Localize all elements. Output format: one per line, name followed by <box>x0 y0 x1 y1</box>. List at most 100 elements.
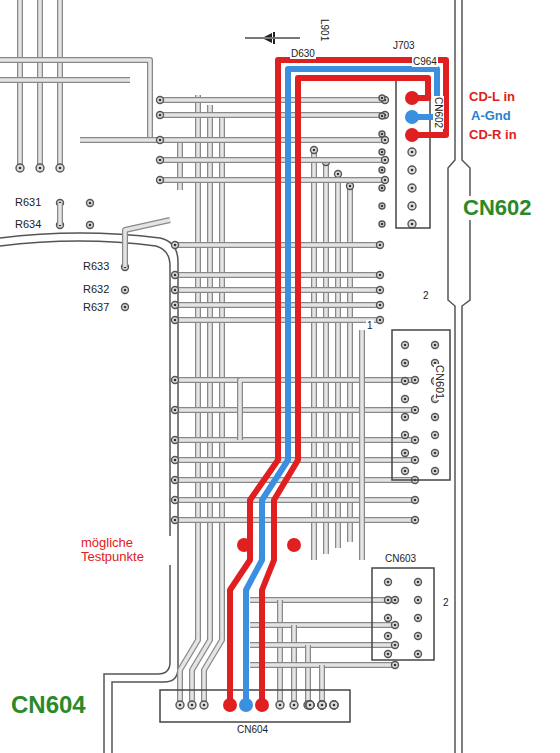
solder-pad <box>379 131 385 137</box>
solder-pad <box>412 517 419 524</box>
pad-hole <box>384 159 387 162</box>
pad-hole <box>404 452 407 455</box>
pad-hole <box>89 202 92 205</box>
pad-hole <box>411 205 414 208</box>
part-label: D630 <box>290 48 316 59</box>
trace-edge <box>175 517 415 523</box>
trace-fill <box>0 60 150 140</box>
solder-pad <box>318 701 326 709</box>
pad-hole <box>394 664 397 667</box>
solder-pad <box>432 468 439 475</box>
solder-pad <box>379 149 385 155</box>
trace-fill <box>320 665 324 705</box>
pin-marker <box>405 128 419 142</box>
pad-hole <box>394 599 397 602</box>
pad-hole <box>203 704 206 707</box>
pad-hole <box>159 179 162 182</box>
solder-pad <box>415 615 422 622</box>
solder-pad <box>412 437 419 444</box>
signal-routes <box>223 60 446 712</box>
pin-marker <box>405 110 419 124</box>
pad-hole <box>313 149 316 152</box>
trace-fill <box>0 78 130 82</box>
solder-pad <box>379 95 385 101</box>
trace-fill <box>360 330 364 560</box>
audio-route <box>262 78 428 705</box>
solder-pad <box>392 642 399 649</box>
pad-hole <box>414 409 417 412</box>
trace-edge <box>250 597 395 603</box>
solder-pad <box>408 220 416 228</box>
part-label: 2 <box>442 597 450 608</box>
pin-marker <box>239 698 253 712</box>
solder-pad <box>432 450 439 457</box>
solder-pad <box>318 701 326 709</box>
trace-edge <box>180 95 198 705</box>
pad-hole <box>394 644 397 647</box>
solder-pad <box>379 203 385 209</box>
trace-edge <box>319 665 325 705</box>
part-label: J703 <box>392 40 416 51</box>
pad-hole <box>417 635 420 638</box>
pad-hole <box>309 704 312 707</box>
solder-pad <box>402 450 409 457</box>
pad-hole <box>89 224 92 227</box>
pad-hole <box>381 133 384 136</box>
solder-pad <box>377 317 384 324</box>
signal-label: A-Gnd <box>470 109 512 123</box>
trace-fill <box>160 113 385 117</box>
trace-edge <box>160 112 385 118</box>
pad-hole <box>379 289 382 292</box>
pad-hole <box>384 179 387 182</box>
solder-pad <box>318 701 326 709</box>
solder-pad <box>385 651 392 658</box>
solder-pad <box>330 701 338 709</box>
solder-pad <box>379 221 385 227</box>
pad-hole <box>411 151 414 154</box>
pad-hole <box>404 470 407 473</box>
pad-hole <box>321 704 324 707</box>
solder-pad <box>172 517 179 524</box>
solder-pad <box>172 437 179 444</box>
part-label: 1 <box>366 320 374 331</box>
trace-fill <box>240 380 270 440</box>
trace-fill <box>192 105 210 705</box>
solder-pad <box>87 200 94 207</box>
connector-outlines <box>160 78 450 722</box>
pin-marker <box>255 698 269 712</box>
solder-pad <box>402 414 409 421</box>
pad-hole <box>417 617 420 620</box>
trace-fill <box>160 158 385 162</box>
part-label: R637 <box>82 301 110 313</box>
solder-pad <box>335 171 342 178</box>
pad-hole <box>174 319 177 322</box>
solder-pad <box>392 597 399 604</box>
pad-hole <box>381 97 384 100</box>
solder-pad <box>415 651 422 658</box>
part-label: CN604 <box>236 724 269 735</box>
solder-pad <box>379 167 385 173</box>
pad-hole <box>387 653 390 656</box>
part-label: C964 <box>412 56 438 67</box>
solder-pad <box>385 633 392 640</box>
solder-pad <box>172 407 179 414</box>
solder-pad <box>157 112 164 119</box>
solder-pad <box>157 137 164 144</box>
pin-marker <box>223 698 237 712</box>
pad-hole <box>434 344 437 347</box>
gnd-route <box>246 69 437 705</box>
solder-pad <box>122 287 129 294</box>
pad-hole <box>381 223 384 226</box>
trace-edge <box>347 186 353 542</box>
part-label: R631 <box>14 196 42 208</box>
pad-hole <box>404 344 407 347</box>
solder-pad <box>379 113 385 119</box>
solder-pad <box>392 662 399 669</box>
pad-hole <box>434 416 437 419</box>
trace-edge <box>335 174 341 548</box>
pad-hole <box>381 115 384 118</box>
pad-hole <box>404 362 407 365</box>
pad-hole <box>417 599 420 602</box>
solder-pad <box>176 701 184 709</box>
solder-pad <box>402 342 409 349</box>
